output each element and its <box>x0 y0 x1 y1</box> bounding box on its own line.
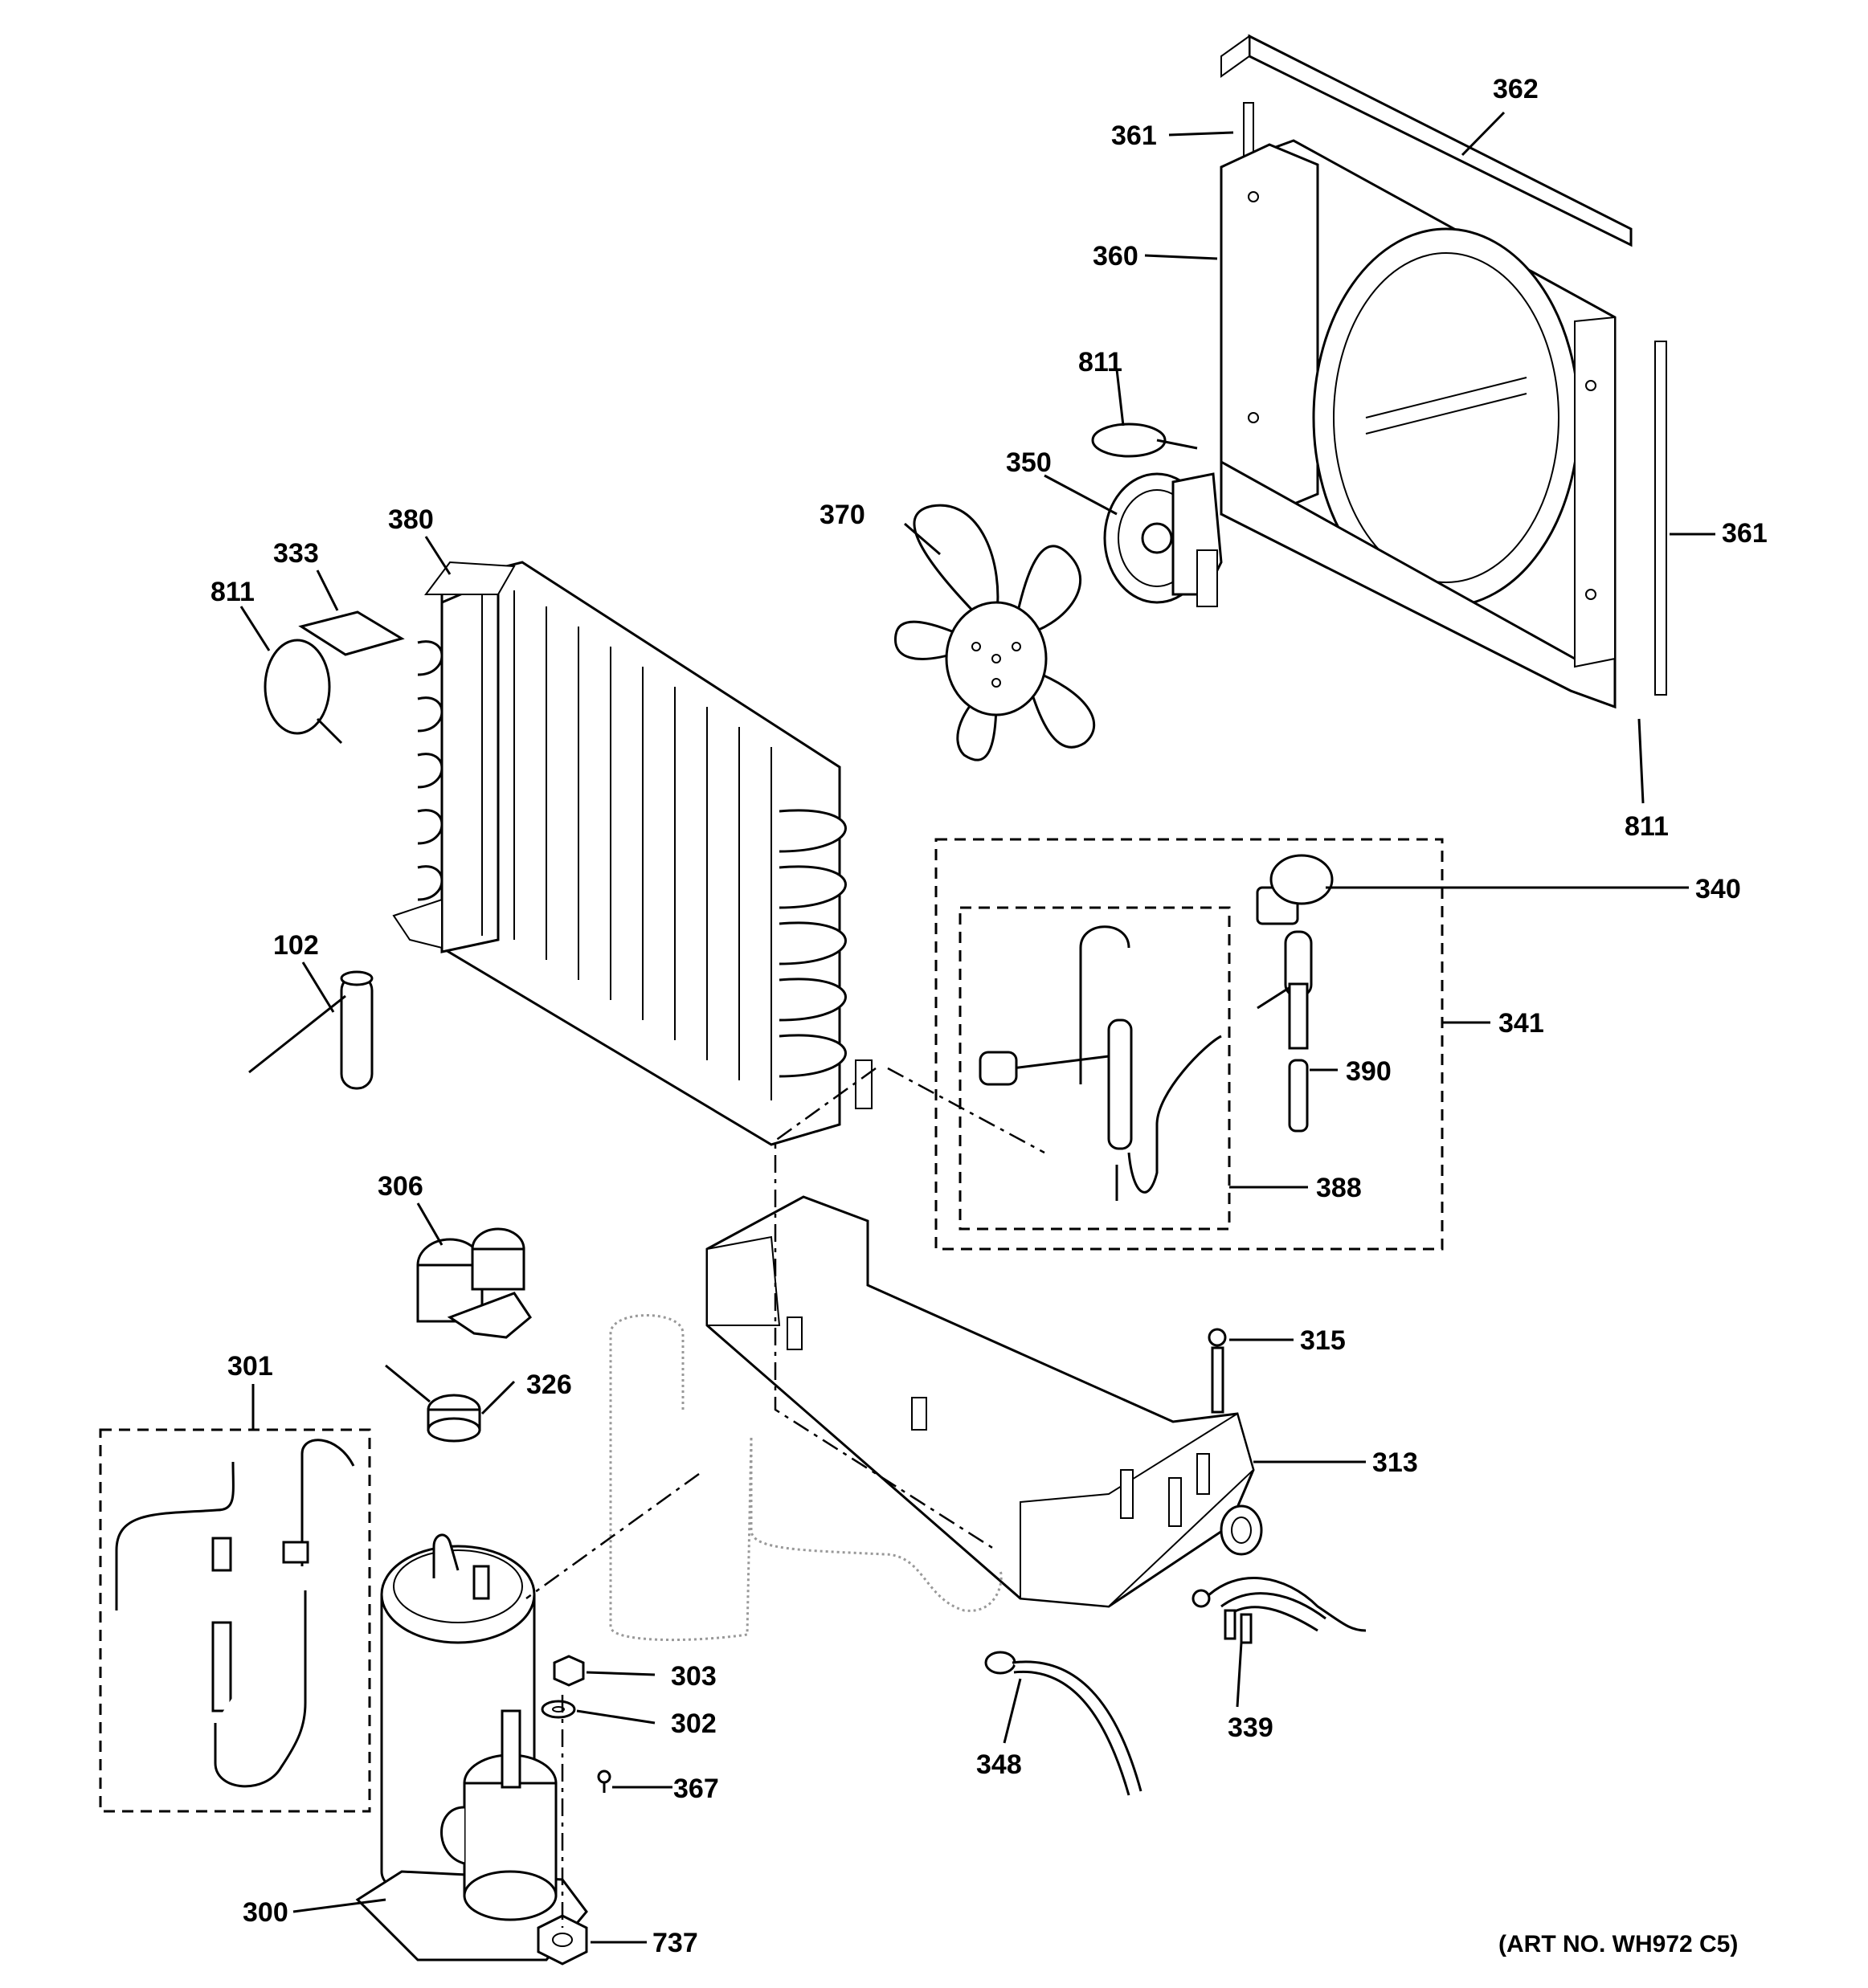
callout-306: 306 <box>378 1171 423 1202</box>
art-number: (ART NO. WH972 C5) <box>1498 1931 1738 1957</box>
callout-300: 300 <box>243 1897 288 1928</box>
capillary-assembly-388 <box>979 925 1222 1201</box>
thermal-protector-326 <box>385 1364 481 1443</box>
callout-339: 339 <box>1228 1712 1273 1743</box>
condenser-fins <box>481 590 772 1100</box>
callout-811-right: 811 <box>1625 811 1669 842</box>
washer-302 <box>541 1700 576 1719</box>
compressor-300 <box>355 1533 588 1961</box>
insulation-pad-333 <box>298 610 405 656</box>
callout-302: 302 <box>671 1708 717 1739</box>
callout-811-fan: 811 <box>1078 347 1122 378</box>
callout-360: 360 <box>1093 241 1138 271</box>
callout-388: 388 <box>1316 1173 1362 1203</box>
leader-lines <box>239 111 1715 1944</box>
nut-303 <box>553 1655 585 1687</box>
callout-390: 390 <box>1346 1056 1392 1087</box>
group-box-341 <box>934 838 1444 1251</box>
callout-340: 340 <box>1695 874 1741 904</box>
bolt-315 <box>1208 1328 1227 1414</box>
callout-326: 326 <box>526 1370 572 1400</box>
callout-102: 102 <box>273 930 319 961</box>
screw-367 <box>597 1770 611 1793</box>
base-pan-313 <box>705 1195 1263 1608</box>
condenser-380 <box>392 561 873 1146</box>
callout-361-right: 361 <box>1722 518 1768 549</box>
callout-367: 367 <box>673 1774 719 1804</box>
seal-strip-361-right <box>1654 341 1667 696</box>
drain-tube <box>609 1314 1003 1642</box>
tube-kit-301 <box>115 1439 355 1788</box>
ground-wire-348 <box>984 1651 1142 1796</box>
fan-blade-370 <box>893 504 1095 761</box>
group-box-388 <box>959 906 1231 1231</box>
callout-348: 348 <box>976 1749 1022 1780</box>
callout-737: 737 <box>652 1928 698 1958</box>
wire-harness-339 <box>1192 1577 1367 1644</box>
callout-301: 301 <box>227 1351 273 1382</box>
overload-protector-306 <box>416 1227 532 1339</box>
callout-361-top: 361 <box>1111 120 1157 151</box>
callout-370: 370 <box>820 500 865 530</box>
callout-313: 313 <box>1372 1447 1418 1478</box>
reversing-valve-coil-340 <box>1256 854 1334 1050</box>
grommet-737 <box>537 1914 588 1966</box>
tie-strap-811-left <box>264 639 343 745</box>
callout-350: 350 <box>1006 447 1052 478</box>
callout-333: 333 <box>273 538 319 569</box>
callout-315: 315 <box>1300 1325 1346 1356</box>
tube-390 <box>1288 1059 1309 1133</box>
callout-811-left: 811 <box>211 577 255 607</box>
condenser-return-bends <box>417 640 847 1078</box>
shroud-360 <box>1220 139 1617 709</box>
tie-strap-811-fan <box>1091 423 1198 458</box>
heater-102 <box>248 970 374 1090</box>
callout-303: 303 <box>671 1661 717 1692</box>
group-box-301 <box>99 1428 371 1813</box>
callout-380: 380 <box>388 504 434 535</box>
assembly-line-1 <box>525 1067 1045 1928</box>
callout-341: 341 <box>1498 1008 1544 1039</box>
fan-motor-350 <box>1103 472 1223 607</box>
callout-362: 362 <box>1493 74 1539 104</box>
seal-strip-361-top <box>1243 102 1254 160</box>
shroud-top-panel-362 <box>1220 34 1633 247</box>
